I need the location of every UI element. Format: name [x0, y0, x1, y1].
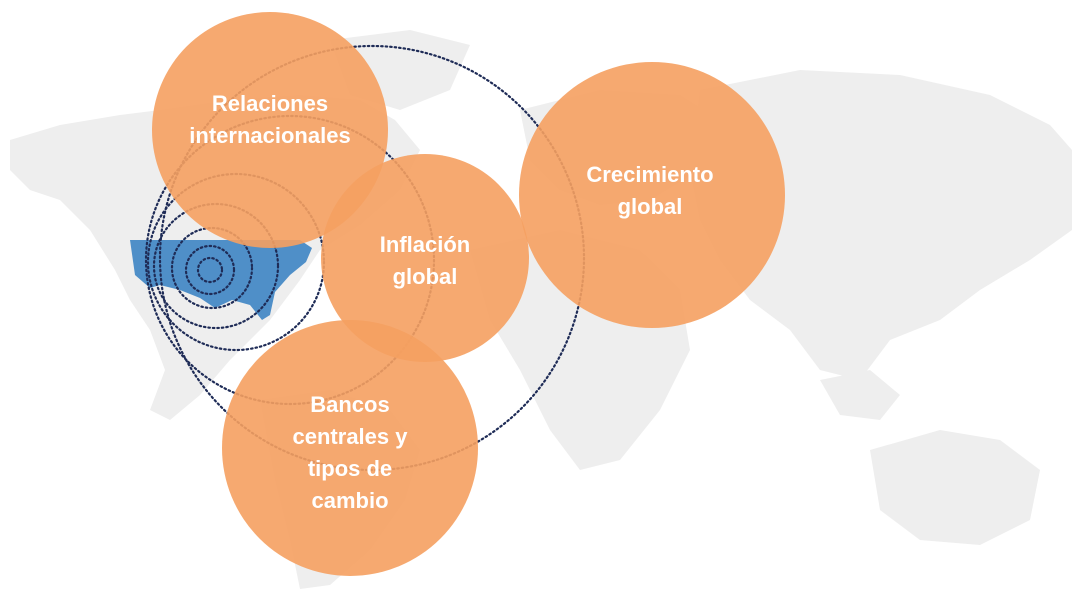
bubbles — [152, 12, 785, 576]
ripple-ring-2 — [184, 244, 236, 296]
bubble-crecimiento-global — [519, 62, 785, 328]
map-se-asia — [820, 370, 900, 420]
map-asia — [690, 70, 1072, 380]
us-highlight-shape — [130, 240, 312, 320]
map-australia — [870, 430, 1040, 545]
ripple-ring-1 — [196, 256, 224, 284]
bubble-inflacion-global — [321, 154, 529, 362]
bubble-relaciones-internacionales — [152, 12, 388, 248]
bubble-bancos-centrales — [222, 320, 478, 576]
